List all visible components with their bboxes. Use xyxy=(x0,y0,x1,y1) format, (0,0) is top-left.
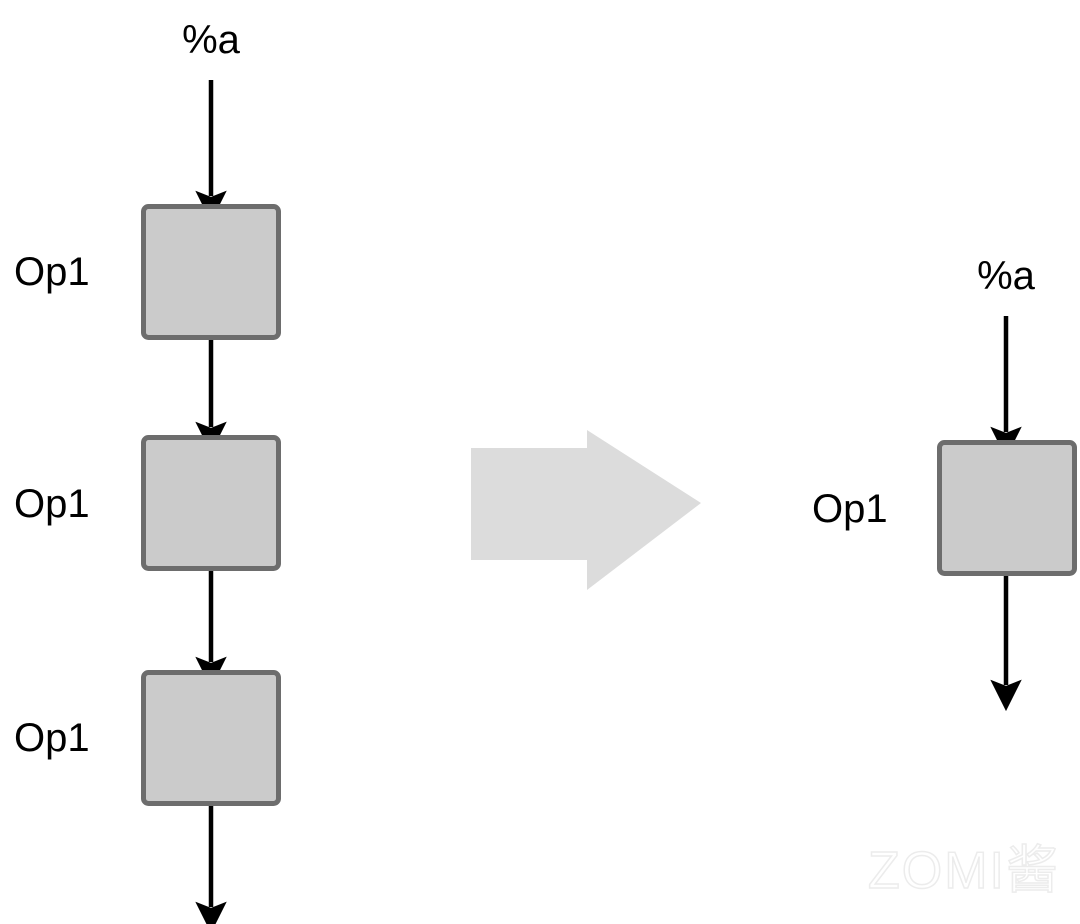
transform-arrow-icon xyxy=(471,430,701,590)
op-box-2[interactable] xyxy=(141,435,281,571)
op-box-3-label: Op1 xyxy=(14,716,90,760)
input-value-label-after: %a xyxy=(977,254,1035,298)
watermark: ZOMI酱 xyxy=(867,842,1060,900)
fused-op-box-label: Op1 xyxy=(812,487,888,531)
input-value-label-before: %a xyxy=(182,18,240,62)
op-box-3[interactable] xyxy=(141,670,281,806)
fused-op-box[interactable] xyxy=(937,440,1077,576)
op-box-2-label: Op1 xyxy=(14,482,90,526)
op-box-1[interactable] xyxy=(141,204,281,340)
op-box-1-label: Op1 xyxy=(14,250,90,294)
